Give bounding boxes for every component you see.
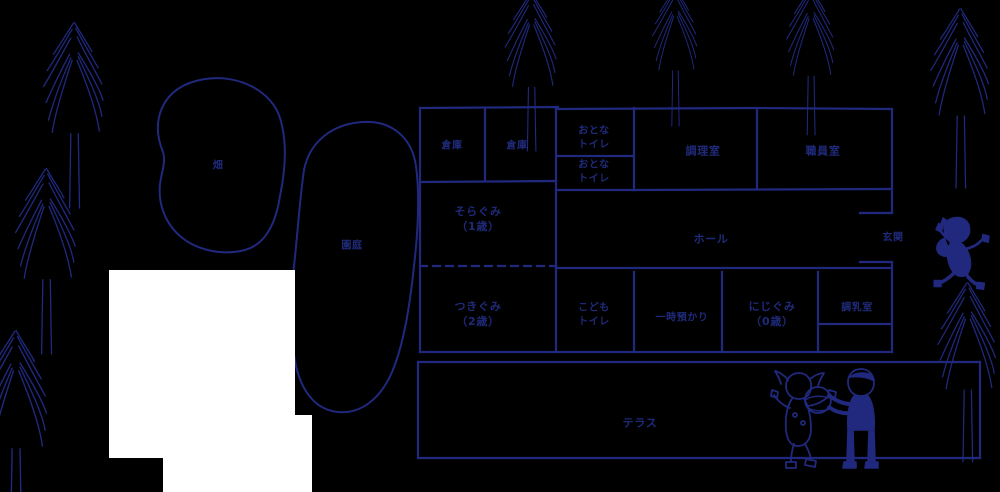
tree-left-bottom-icon xyxy=(0,329,48,492)
boy-with-ball-figure xyxy=(804,368,879,469)
running-child-figure xyxy=(933,216,990,290)
outdoor-areas xyxy=(156,77,420,414)
tree-top-1-icon xyxy=(504,0,557,152)
entei-outline xyxy=(290,120,420,414)
tree-right-bottom-icon xyxy=(937,281,997,463)
mask-lower xyxy=(163,415,312,492)
hatake-outline xyxy=(156,77,286,254)
tree-top-3-icon xyxy=(786,0,835,136)
building-walls xyxy=(416,105,982,460)
tree-left-top-icon xyxy=(42,21,104,209)
tree-right-top-icon xyxy=(930,7,990,189)
tree-left-mid-icon xyxy=(14,167,76,355)
tree-top-2-icon xyxy=(651,0,698,127)
girl-with-ball-figure xyxy=(770,370,837,469)
